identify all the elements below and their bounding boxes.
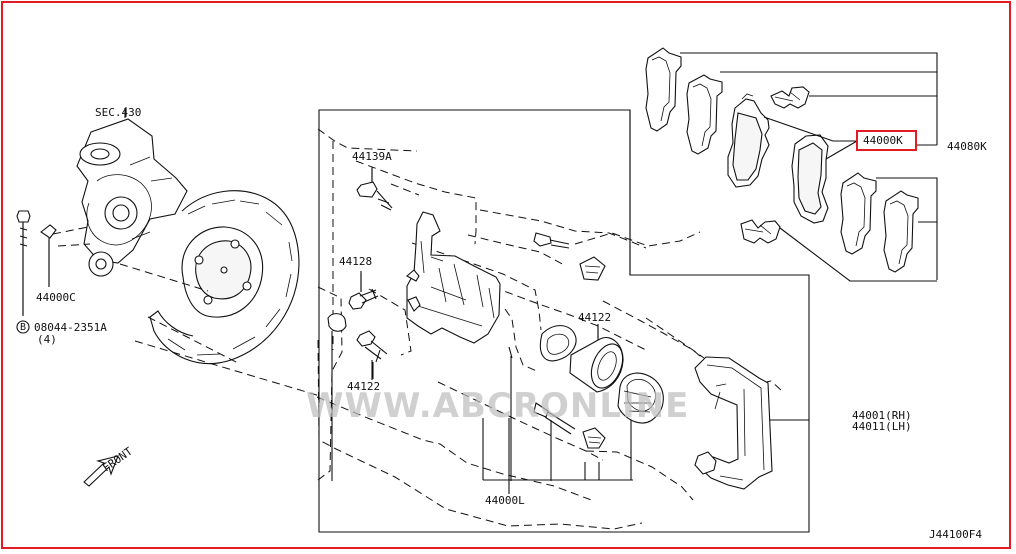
front-arrow: [83, 455, 119, 487]
pad-clip-lower: [740, 219, 781, 244]
kit-44000l-leaders: [482, 418, 633, 494]
part-44011-lh-label: 44011(LH): [852, 420, 912, 433]
bolt-44122: [356, 330, 388, 379]
front-label: FRONT: [100, 445, 135, 475]
pad-clip-top: [770, 86, 810, 109]
part-08044-qty-label: (4): [37, 333, 57, 346]
pad-kit-box: [629, 110, 809, 276]
diagram-code-label: J44100F4: [929, 528, 982, 541]
piston-seal: [508, 325, 577, 481]
shim-lower-1: [840, 172, 877, 255]
b-badge-label: B: [20, 322, 26, 333]
caliper-body: [406, 211, 501, 344]
brake-pad-outer: [727, 93, 770, 188]
guide-pin: [533, 232, 576, 481]
watermark-text: WWW.ABCRONLINE: [306, 386, 689, 426]
part-44000l-label: 44000L: [485, 494, 525, 507]
part-44001-rh-label: 44001(RH): [852, 409, 912, 422]
caliper-bracket: [694, 356, 809, 490]
bolt-44128: [348, 273, 379, 310]
part-44139a-label: 44139A: [352, 150, 392, 163]
assembly-guidelines: [52, 128, 783, 530]
b-badge-icon: [16, 320, 30, 334]
backing-plate: [149, 190, 300, 365]
highlight-44000k-box: [856, 130, 917, 151]
sec-label: SEC.430: [95, 106, 141, 119]
shim-lower-2: [883, 190, 919, 273]
caliper-piston: [569, 326, 624, 393]
shim-top-2: [686, 74, 723, 155]
part-44128-label: 44128: [339, 255, 372, 268]
part-44000c-label: 44000C: [36, 291, 76, 304]
part-08044-label: 08044-2351A: [34, 321, 107, 334]
part-44080k-label: 44080K: [947, 140, 987, 153]
pad-kit-leaders: [680, 52, 938, 282]
part-44122-lower-label: 44122: [347, 380, 380, 393]
brake-pad-inner: [791, 134, 829, 224]
part-44122-label: 44122: [578, 311, 611, 324]
knuckle-assembly: [76, 107, 188, 277]
boot-small: [579, 256, 606, 449]
rubber-cap: [327, 313, 347, 481]
bolt-44139A: [356, 168, 393, 211]
dust-boot: [617, 372, 664, 424]
label-leaders: [22, 108, 599, 380]
part-44000k-label: 44000K: [863, 134, 903, 147]
shim-top-1: [645, 47, 682, 132]
